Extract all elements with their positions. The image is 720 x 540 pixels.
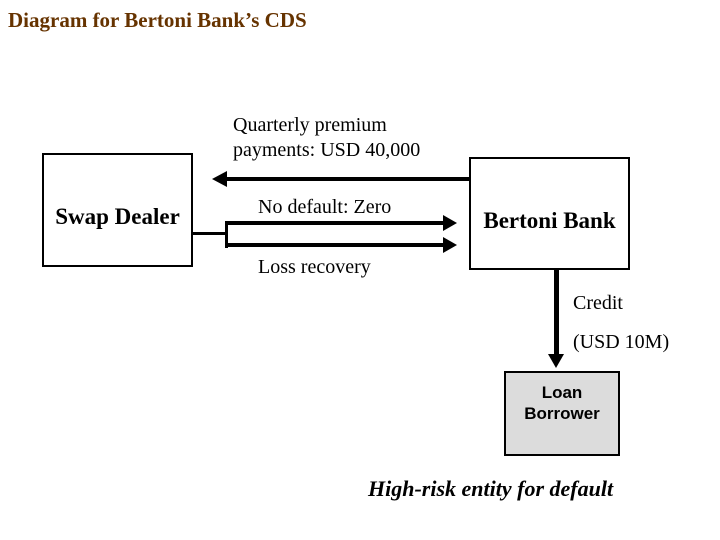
loss-recovery-label: Loss recovery (258, 256, 371, 278)
arrowhead-right-icon (443, 215, 457, 231)
arrowhead-down-icon (548, 354, 564, 368)
credit-label: Credit (573, 292, 623, 314)
page-title: Diagram for Bertoni Bank’s CDS (8, 8, 307, 32)
connector-bracket-line (225, 221, 228, 248)
swap-dealer-box: Swap Dealer (42, 153, 193, 267)
premium-payment-label: Quarterly premium payments: USD 40,000 (233, 113, 420, 163)
loss-recovery-arrow-shaft (225, 243, 445, 247)
footnote-high-risk: High-risk entity for default (368, 476, 614, 501)
premium-arrow-shaft (226, 177, 469, 181)
bertoni-bank-box: Bertoni Bank (469, 157, 630, 270)
premium-payment-label-line2: payments: USD 40,000 (233, 139, 421, 161)
arrowhead-right-icon (443, 237, 457, 253)
bertoni-bank-label: Bertoni Bank (483, 207, 616, 233)
premium-payment-label-line1: Quarterly premium (233, 114, 387, 136)
no-default-label: No default: Zero (258, 196, 392, 218)
arrowhead-left-icon (212, 171, 227, 187)
loan-borrower-label: Loan Borrower (524, 383, 600, 423)
credit-arrow-shaft (554, 270, 559, 356)
no-default-arrow-shaft (225, 221, 445, 225)
swap-dealer-label: Swap Dealer (55, 204, 180, 229)
credit-amount-label: (USD 10M) (573, 331, 670, 353)
loan-borrower-box: Loan Borrower (504, 371, 620, 456)
connector-stub-line (193, 232, 227, 235)
